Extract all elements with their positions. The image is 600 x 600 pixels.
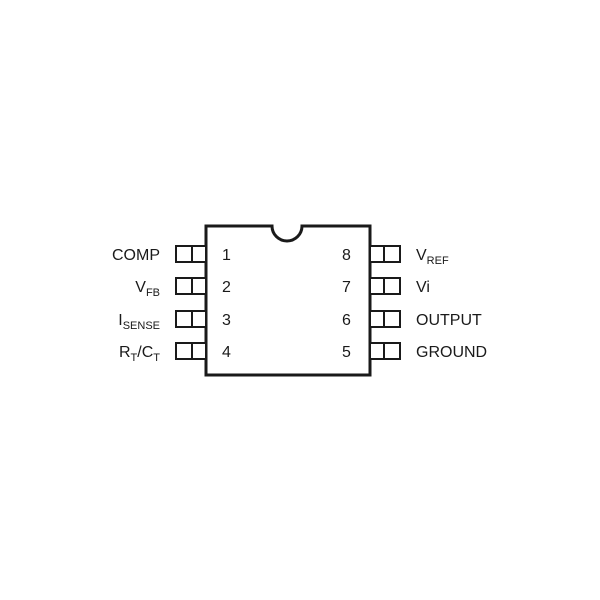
- pin-4-number: 4: [222, 344, 231, 361]
- pin-3-label: ISENSE: [118, 312, 160, 332]
- pin-4-label: RT/CT: [119, 344, 160, 364]
- pin-2-label: VFB: [135, 279, 160, 299]
- pin-1-number: 1: [222, 247, 231, 264]
- pin-3-number: 3: [222, 312, 231, 329]
- pin-7-label: Vi: [416, 279, 430, 296]
- pin-6-number: 6: [342, 312, 351, 329]
- pin-8-number: 8: [342, 247, 351, 264]
- pin-1-label: COMP: [112, 247, 160, 264]
- pin-7-number: 7: [342, 279, 351, 296]
- pin-6-label: OUTPUT: [416, 312, 482, 329]
- pin-8-label: VREF: [416, 247, 449, 267]
- pin-5-label: GROUND: [416, 344, 487, 361]
- pin-5-number: 5: [342, 344, 351, 361]
- chip-body: [204, 224, 372, 377]
- pin-2-number: 2: [222, 279, 231, 296]
